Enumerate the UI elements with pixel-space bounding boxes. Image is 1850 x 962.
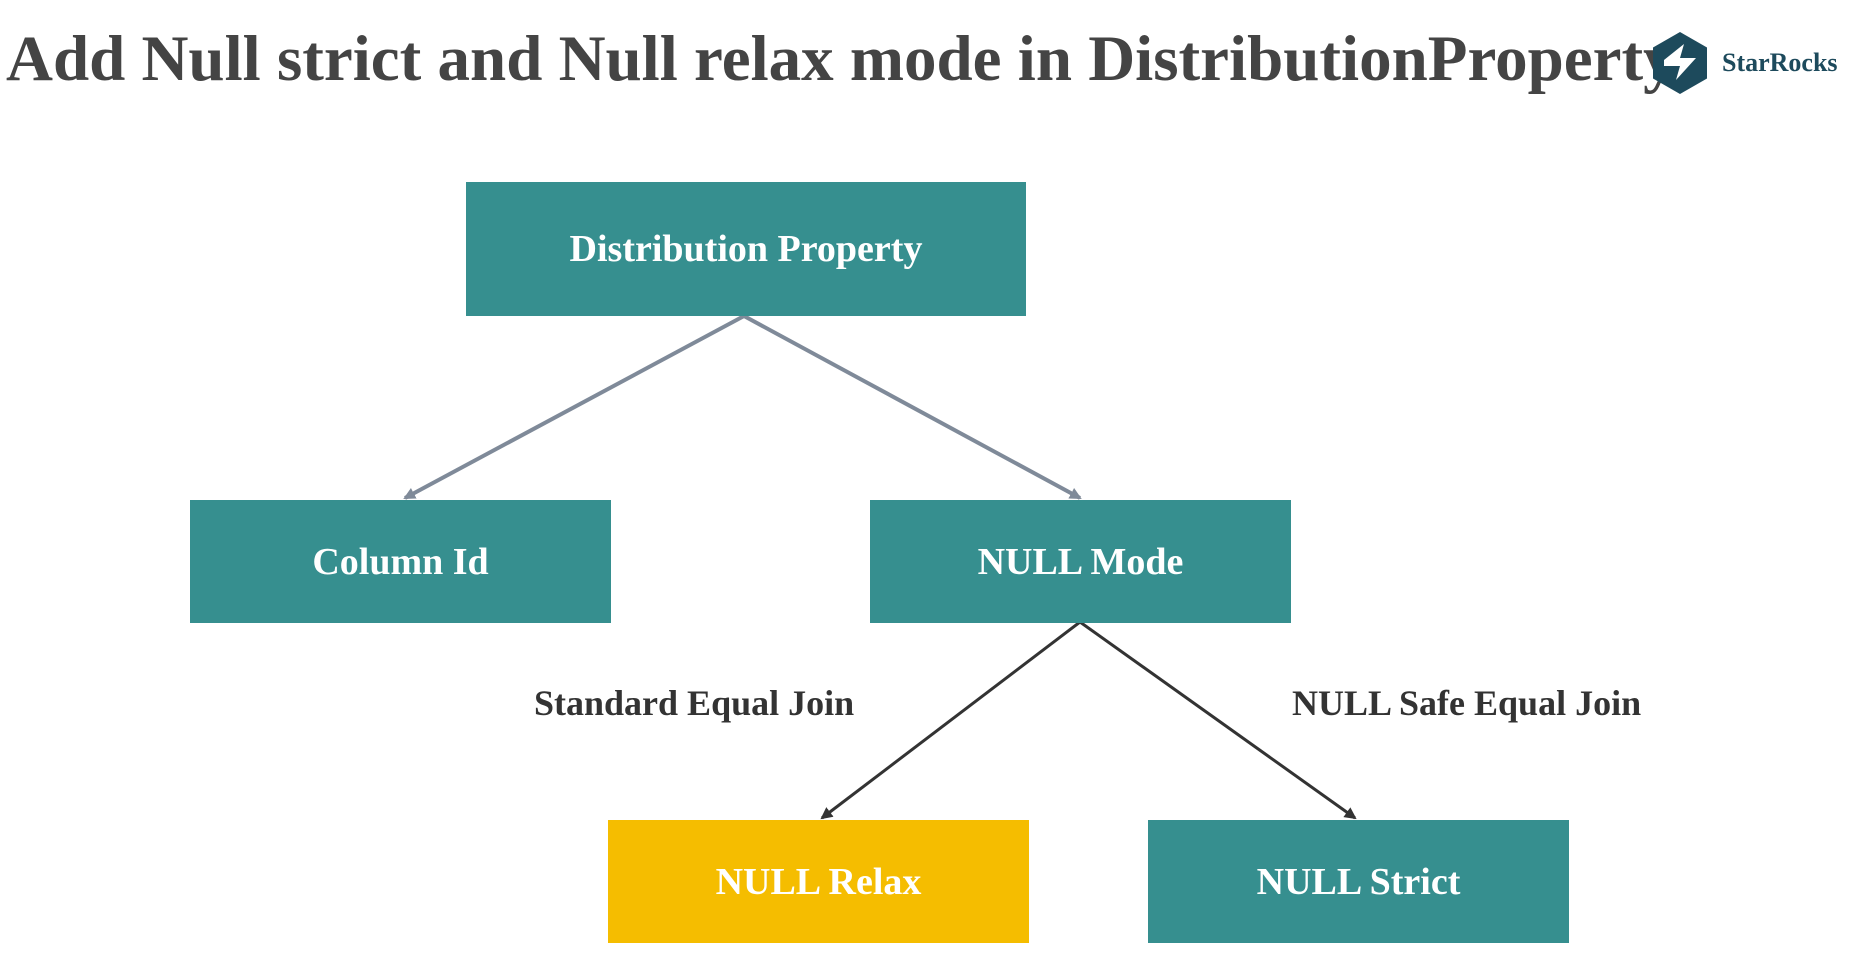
node-null-relax: NULL Relax <box>608 820 1029 943</box>
node-null-strict-label: NULL Strict <box>1256 860 1461 903</box>
edge-root-to-column-id <box>403 314 745 500</box>
starrocks-logo-icon <box>1653 32 1707 94</box>
node-null-strict: NULL Strict <box>1148 820 1569 943</box>
edge-null-mode-to-null-relax <box>820 620 1081 820</box>
edge-label-standard-equal-join: Standard Equal Join <box>534 683 855 723</box>
node-null-relax-label: NULL Relax <box>715 860 922 903</box>
edge-null-mode-to-null-strict <box>1079 620 1357 820</box>
slide-title: Add Null strict and Null relax mode in D… <box>6 23 1676 95</box>
node-distribution-property-label: Distribution Property <box>569 228 923 270</box>
edge-root-to-null-mode <box>743 314 1082 500</box>
node-column-id: Column Id <box>190 500 611 623</box>
node-column-id-label: Column Id <box>312 540 489 583</box>
edge-label-null-safe-equal-join: NULL Safe Equal Join <box>1292 683 1642 723</box>
node-distribution-property: Distribution Property <box>466 182 1026 316</box>
logo: StarRocks <box>1650 30 1838 96</box>
node-null-mode-label: NULL Mode <box>977 540 1184 583</box>
logo-text: StarRocks <box>1722 48 1838 77</box>
node-null-mode: NULL Mode <box>870 500 1291 623</box>
